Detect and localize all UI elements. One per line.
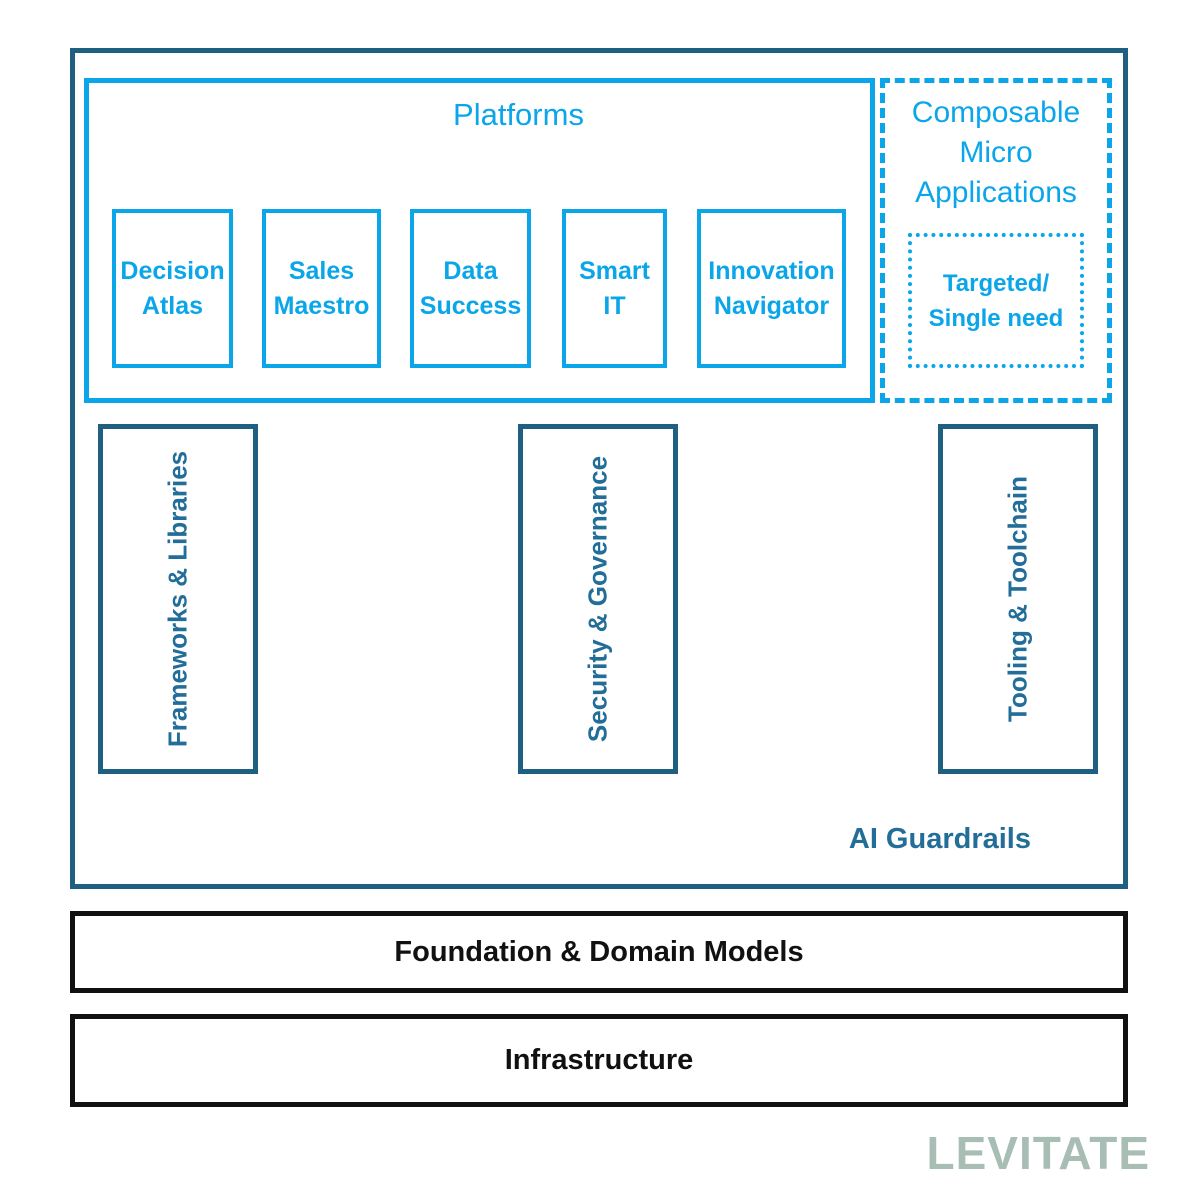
pillar-label: Security & Governance	[582, 455, 613, 743]
platform-box-innovation-navigator: Innovation Navigator	[697, 209, 846, 368]
platform-box-decision-atlas: Decision Atlas	[112, 209, 233, 368]
platform-label: Decision Atlas	[120, 256, 225, 320]
platform-label: Data Success	[419, 256, 522, 320]
platform-box-data-success: Data Success	[410, 209, 531, 368]
ai-guardrails-label: AI Guardrails	[848, 823, 1031, 855]
platform-box-smart-it: Smart IT	[562, 209, 667, 368]
composable-title: Composable Micro Applications	[911, 96, 1081, 209]
pillar-security-governance: Security & Governance	[518, 424, 678, 774]
foundation-domain-models-layer: Foundation & Domain Models	[70, 911, 1128, 993]
layer-label: Foundation & Domain Models	[394, 935, 804, 968]
platforms-group: Platforms Decision Atlas Sales Maestro D…	[84, 78, 875, 403]
platform-label: Sales Maestro	[273, 256, 370, 320]
layer-label: Infrastructure	[504, 1044, 694, 1076]
platform-label: Innovation Navigator	[708, 256, 835, 320]
levitate-logo: LEVITATE	[926, 1127, 1150, 1179]
targeted-label: Targeted/ Single need	[928, 269, 1064, 332]
pillar-tooling-toolchain: Tooling & Toolchain	[938, 424, 1098, 774]
composable-micro-applications-group: Composable Micro Applications Targeted/ …	[880, 78, 1112, 403]
ai-guardrails-container: Platforms Decision Atlas Sales Maestro D…	[70, 48, 1128, 889]
pillar-label: Frameworks & Libraries	[162, 450, 193, 748]
platform-label: Smart IT	[579, 256, 650, 320]
pillar-label: Tooling & Toolchain	[1002, 476, 1033, 722]
targeted-single-need-box: Targeted/ Single need	[908, 233, 1084, 368]
pillar-frameworks-libraries: Frameworks & Libraries	[98, 424, 258, 774]
infrastructure-layer: Infrastructure	[70, 1014, 1128, 1107]
platform-box-sales-maestro: Sales Maestro	[262, 209, 381, 368]
platforms-title: Platforms	[453, 97, 584, 132]
